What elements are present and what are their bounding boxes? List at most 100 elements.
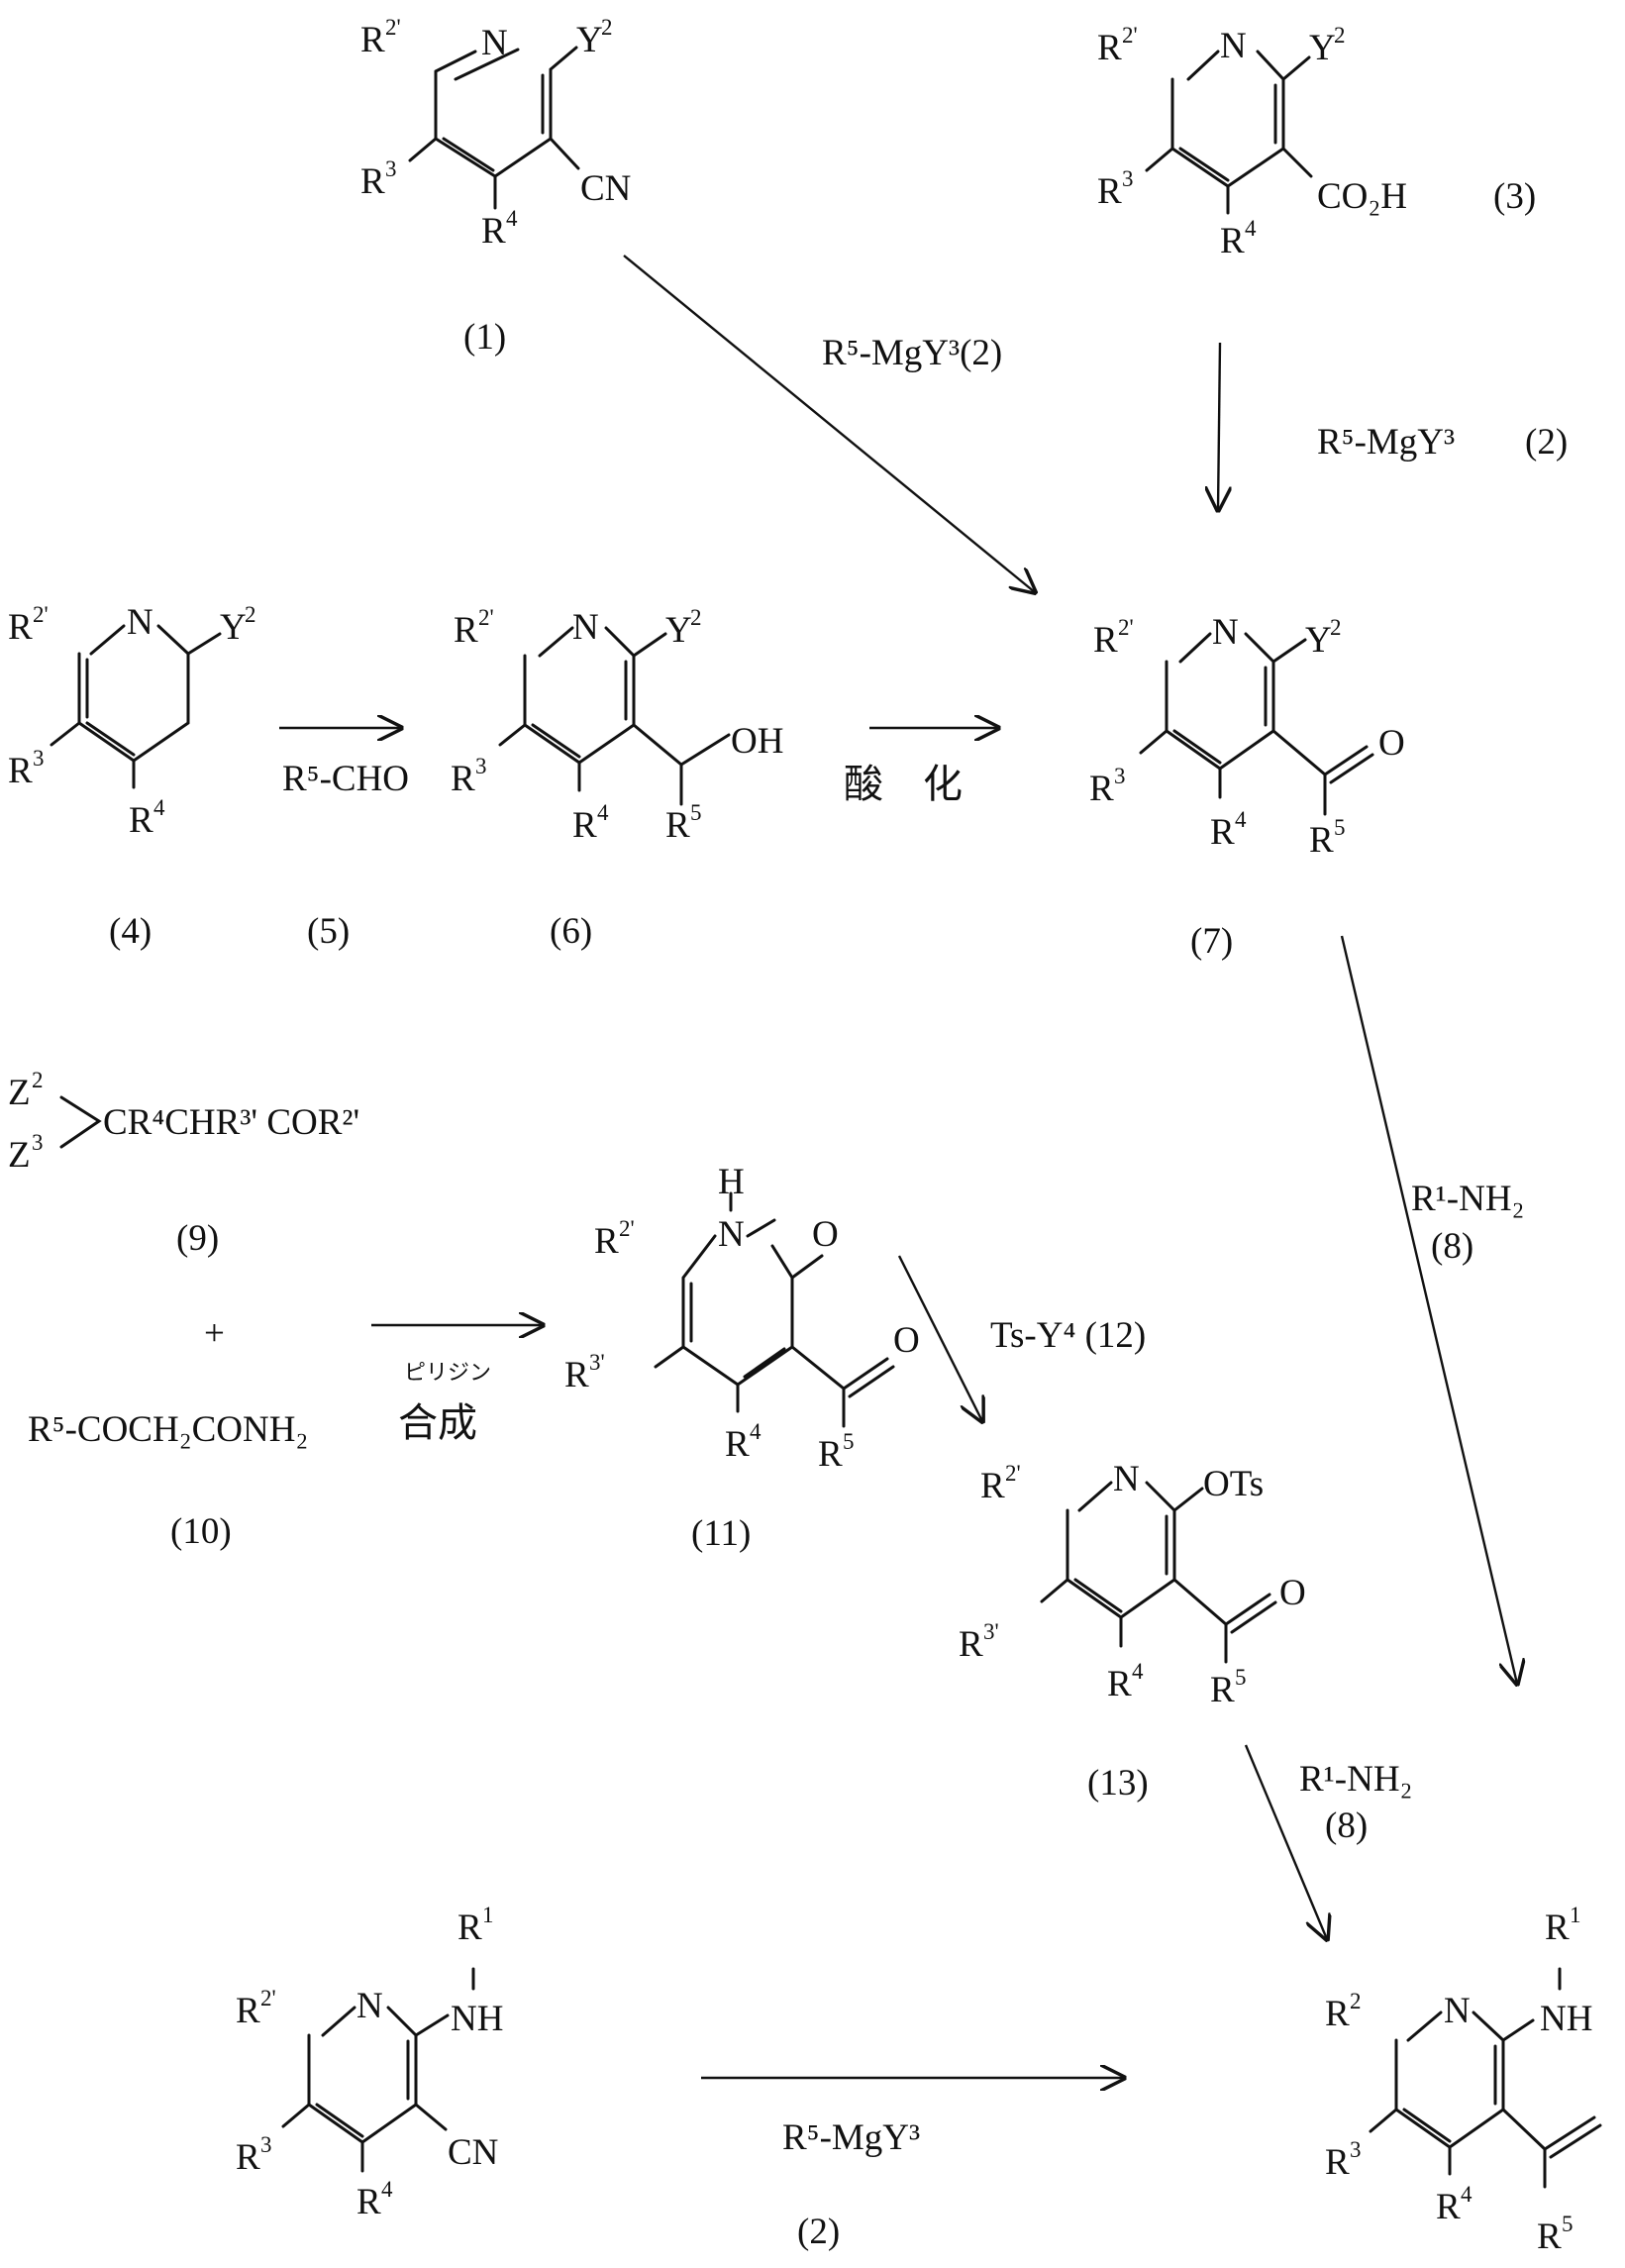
c7-r4: R	[1210, 812, 1235, 853]
compound-4-bonds	[51, 626, 220, 787]
c7-r3-sup: 3	[1114, 764, 1126, 788]
c11-r2-sup: 2'	[619, 1216, 635, 1241]
c3-r4: R	[1220, 221, 1245, 261]
c6-r5-sup: 5	[690, 800, 702, 825]
c11-r5-sup: 5	[843, 1429, 855, 1454]
c7-y-sup: 2	[1330, 615, 1342, 640]
c9-z3: Z	[8, 1135, 31, 1176]
compound-10: R⁵-COCH₂CONH₂ (10)	[28, 1409, 308, 1552]
c10-number: (10)	[170, 1511, 232, 1552]
c7-r5: R	[1309, 820, 1334, 861]
c13-r3-sup: 3'	[983, 1619, 999, 1644]
c1-number: (1)	[463, 317, 506, 358]
c14-r4-sup: 4	[381, 2177, 393, 2202]
reagent-amine-a-number: (8)	[1431, 1226, 1473, 1267]
product-r3: R	[1325, 2142, 1350, 2183]
product-r1: R	[1545, 1907, 1570, 1948]
c3-y: Y	[1309, 28, 1336, 68]
c3-r3-sup: 3	[1122, 166, 1134, 191]
c11-r3: R	[564, 1355, 589, 1395]
c9-z2: Z	[8, 1073, 31, 1113]
compound-3-bonds	[1147, 52, 1311, 213]
c3-n: N	[1220, 26, 1247, 66]
compound-1: N R 2' Y 2 R 3 R 4 CN (1)	[360, 15, 631, 358]
reagent-amine-b: R¹-NH₂	[1299, 1759, 1412, 1800]
reagent-oxidation: 酸 化	[844, 762, 963, 807]
c7-r5-sup: 5	[1334, 815, 1346, 840]
c14-r1-sup: 1	[482, 1903, 494, 1927]
c7-o: O	[1378, 723, 1405, 764]
c7-r2: R	[1093, 620, 1118, 661]
compound-6: N R 2' Y 2 R 3 R 4 OH R 5 (6)	[451, 605, 783, 952]
c14-cn: CN	[448, 2132, 498, 2173]
c6-r4-sup: 4	[597, 800, 609, 825]
compound-7-bonds	[1141, 634, 1372, 814]
c11-o1: O	[812, 1214, 839, 1255]
compound-13: N R 2' OTs R 3' R 4 O R 5 (13)	[959, 1459, 1306, 1804]
c4-r3: R	[8, 751, 33, 791]
product-r4-sup: 4	[1461, 2182, 1473, 2207]
c6-n: N	[572, 607, 599, 648]
reagent-grignard-a: R⁵-MgY³(2)	[822, 333, 1002, 373]
product-r1-sup: 1	[1570, 1903, 1581, 1927]
reagent-grignard-c: R⁵-MgY³	[782, 2117, 920, 2158]
c6-oh: OH	[731, 721, 783, 762]
c11-r4-sup: 4	[750, 1419, 762, 1444]
c1-r3-sup: 3	[385, 156, 397, 181]
c7-r4-sup: 4	[1235, 807, 1247, 832]
c14-r3-sup: 3	[260, 2132, 272, 2157]
compound-9: Z 2 Z 3 CR⁴CHR³' COR²' (9)	[8, 1068, 359, 1259]
c14-r2-sup: 2'	[260, 1986, 276, 2010]
c14-r4: R	[356, 2182, 381, 2222]
c9-number: (9)	[176, 1218, 219, 1259]
arrow-7-to-product	[1342, 936, 1517, 1684]
compound-aminonitrile: R 1 NH N R 2' R 3 R 4 CN	[236, 1903, 503, 2222]
compound-11-bonds	[656, 1193, 893, 1426]
c6-r2: R	[454, 610, 478, 651]
c7-r2-sup: 2'	[1118, 615, 1134, 640]
c9-formula: CR⁴CHR³' COR²'	[103, 1102, 359, 1143]
reagent-aldehyde-number: (5)	[307, 911, 350, 952]
c1-r4: R	[481, 211, 506, 252]
c14-r1: R	[457, 1907, 482, 1948]
product-r5: R	[1537, 2216, 1562, 2257]
c11-r4: R	[725, 1424, 750, 1465]
c7-n: N	[1212, 612, 1239, 653]
reagent-pyridine-label: ピリジン	[404, 1361, 491, 1386]
c1-cn: CN	[580, 168, 631, 209]
c11-r2: R	[594, 1221, 619, 1262]
compound-13-bonds	[1042, 1483, 1275, 1662]
c4-r4: R	[129, 800, 153, 841]
c10-formula: R⁵-COCH₂CONH₂	[28, 1409, 308, 1450]
c11-r3-sup: 3'	[589, 1350, 605, 1375]
arrow-1-to-7	[624, 256, 1035, 592]
product-nh: NH	[1540, 1999, 1592, 2039]
c1-r2-sup: 2'	[385, 15, 401, 40]
c6-r4: R	[572, 805, 597, 846]
compound-7: N R 2' Y 2 R 3 R 4 O R 5 (7)	[1089, 612, 1405, 962]
c13-r5: R	[1210, 1670, 1235, 1710]
c6-y: Y	[665, 610, 692, 651]
c11-h: H	[718, 1162, 745, 1202]
c14-n: N	[356, 1986, 383, 2026]
compound-3: N R 2' Y 2 R 3 R 4 CO₂H (3)	[1097, 23, 1536, 261]
c13-r5-sup: 5	[1235, 1665, 1247, 1690]
c4-y: Y	[220, 607, 247, 648]
reagent-synthesis-label: 合成	[398, 1400, 477, 1446]
reagent-amine-b-number: (8)	[1325, 1805, 1368, 1846]
c3-r4-sup: 4	[1245, 216, 1257, 241]
product-n: N	[1444, 1991, 1471, 2031]
c4-n: N	[127, 602, 153, 643]
reagent-amine-a: R¹-NH₂	[1411, 1179, 1524, 1219]
c4-y-sup: 2	[245, 602, 256, 627]
c3-co2h: CO₂H	[1317, 176, 1407, 217]
c13-o: O	[1279, 1573, 1306, 1613]
c4-r3-sup: 3	[33, 746, 45, 771]
c13-number: (13)	[1087, 1763, 1149, 1804]
compound-9-bracket	[61, 1097, 99, 1147]
c13-r4: R	[1107, 1664, 1132, 1704]
c11-number: (11)	[691, 1513, 751, 1554]
c11-o2: O	[893, 1320, 920, 1361]
c3-number: (3)	[1493, 176, 1536, 217]
